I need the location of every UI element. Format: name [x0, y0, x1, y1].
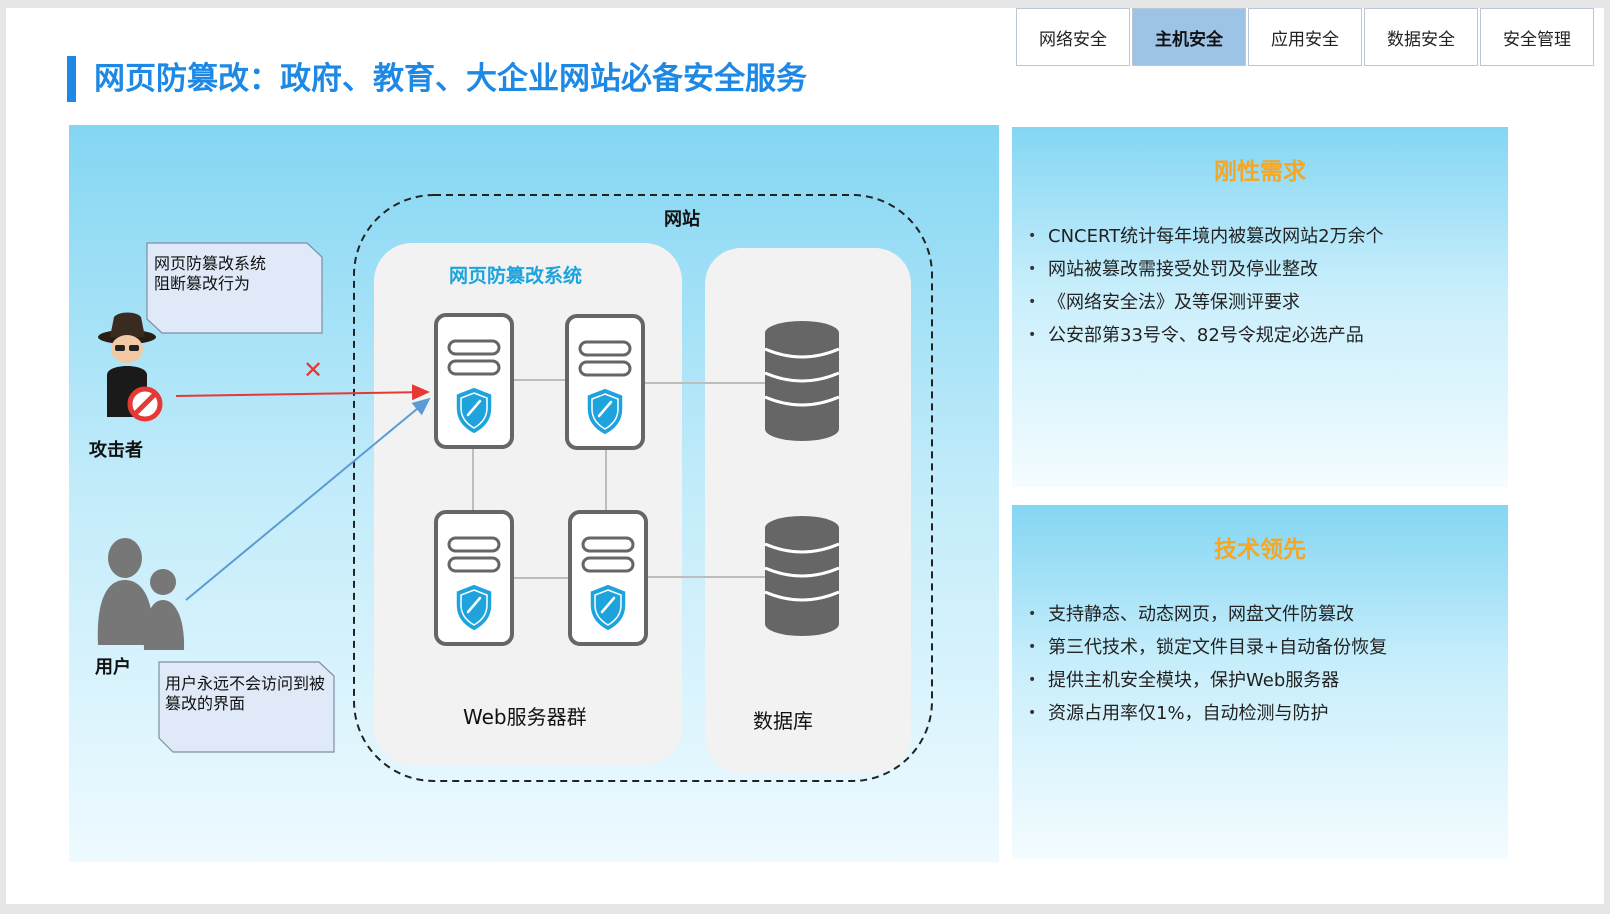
tab-application-security[interactable]: 应用安全 [1248, 8, 1362, 66]
web-server-icon [568, 510, 648, 646]
user-label: 用户 [95, 657, 131, 678]
requirements-panel: 刚性需求 CNCERT统计每年境内被篡改网站2万余个 网站被篡改需接受处罚及停业… [1012, 127, 1508, 487]
tab-network-security[interactable]: 网络安全 [1016, 8, 1130, 66]
technology-list: 支持静态、动态网页，网盘文件防篡改 第三代技术，锁定文件目录+自动备份恢复 提供… [1026, 598, 1387, 730]
tab-host-security[interactable]: 主机安全 [1132, 8, 1246, 66]
user-icon [97, 538, 185, 650]
list-item: 资源占用率仅1%，自动检测与防护 [1026, 697, 1387, 730]
tab-data-security[interactable]: 数据安全 [1364, 8, 1478, 66]
callout-line: 阻断篡改行为 [154, 274, 251, 293]
list-item: 《网络安全法》及等保测评要求 [1026, 286, 1384, 319]
attacker-icon [98, 312, 163, 422]
user-callout-text: 用户永远不会访问到被 篡改的界面 [165, 674, 325, 714]
server-group-label: Web服务器群 [463, 705, 587, 729]
database-panel [705, 248, 911, 773]
callout-line: 篡改的界面 [165, 694, 246, 713]
database-icon [763, 319, 841, 443]
panel-title: 技术领先 [1214, 537, 1306, 563]
list-item: 第三代技术，锁定文件目录+自动备份恢复 [1026, 631, 1387, 664]
attack-arrow [175, 384, 430, 401]
page-title: 网页防篡改：政府、教育、大企业网站必备安全服务 [94, 61, 807, 97]
web-server-icon [434, 313, 514, 449]
requirements-list: CNCERT统计每年境内被篡改网站2万余个 网站被篡改需接受处罚及停业整改 《网… [1026, 220, 1384, 352]
tab-bar: 网络安全 主机安全 应用安全 数据安全 安全管理 [1016, 8, 1596, 66]
server-connectors [472, 379, 765, 579]
system-label: 网页防篡改系统 [449, 265, 583, 287]
callout-line: 用户永远不会访问到被 [165, 674, 326, 693]
user-callout-box [158, 661, 335, 753]
architecture-diagram: ✕ 网站 网页防篡改系统 Web服务器群 数据库 攻击者 用户 网页防篡改系统 … [69, 125, 999, 862]
list-item: 提供主机安全模块，保护Web服务器 [1026, 664, 1387, 697]
database-label: 数据库 [753, 709, 813, 733]
web-server-icon [565, 314, 645, 450]
tab-security-management[interactable]: 安全管理 [1480, 8, 1594, 66]
user-access-arrow [185, 397, 431, 601]
list-item: 公安部第33号令、82号令规定必选产品 [1026, 319, 1384, 352]
list-item: 网站被篡改需接受处罚及停业整改 [1026, 253, 1384, 286]
panel-title: 刚性需求 [1214, 159, 1306, 185]
website-label: 网站 [664, 209, 700, 230]
website-boundary [353, 194, 933, 782]
list-item: 支持静态、动态网页，网盘文件防篡改 [1026, 598, 1387, 631]
list-item: CNCERT统计每年境内被篡改网站2万余个 [1026, 220, 1384, 253]
attacker-callout-text: 网页防篡改系统 阻断篡改行为 [154, 254, 266, 294]
callout-line: 网页防篡改系统 [154, 254, 267, 273]
attacker-label: 攻击者 [89, 440, 143, 461]
web-server-icon [434, 510, 514, 646]
database-icon [763, 514, 841, 638]
title-accent-bar [67, 56, 76, 102]
attacker-callout-box [146, 242, 323, 334]
diagram-canvas: ✕ [97, 194, 933, 782]
technology-panel: 技术领先 支持静态、动态网页，网盘文件防篡改 第三代技术，锁定文件目录+自动备份… [1012, 505, 1508, 859]
blocked-mark: ✕ [303, 356, 323, 384]
